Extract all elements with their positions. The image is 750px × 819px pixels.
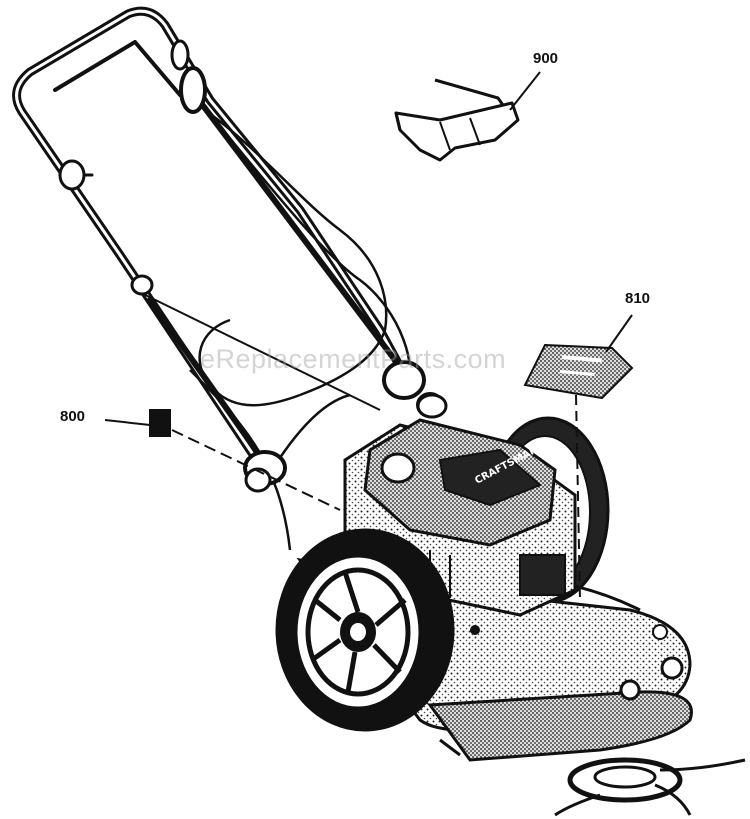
label-800 [149,409,171,437]
callout-810: 810 [625,290,651,307]
decal-810 [523,343,634,400]
handle-hardware [58,39,444,493]
safety-glasses [394,78,520,162]
callout-900: 900 [533,50,559,67]
engine: CRAFTSMAN [343,393,577,617]
callout-800: 800 [60,408,86,425]
cutting-head [439,738,746,817]
control-cables [134,108,412,551]
watermark-text: eReplacementParts.com [200,344,507,374]
leader-lines [104,71,633,601]
front-wheel [275,528,455,732]
